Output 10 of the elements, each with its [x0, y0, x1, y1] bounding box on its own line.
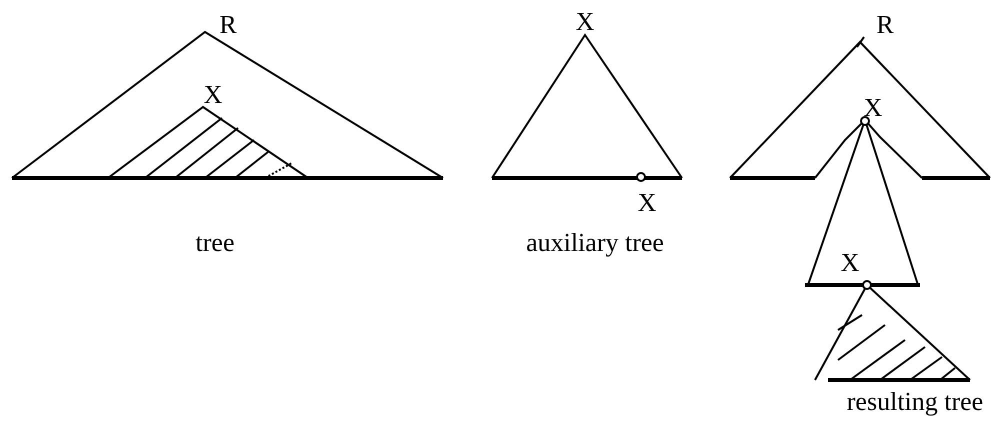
- node-label: X: [576, 8, 594, 36]
- caption: resulting tree: [846, 388, 984, 416]
- caption: tree: [196, 229, 234, 257]
- node-label: X: [840, 249, 860, 277]
- node-label: X: [638, 189, 656, 217]
- caption: auxiliary tree: [526, 229, 664, 257]
- node-label: R: [876, 11, 894, 39]
- node-label: R: [219, 11, 237, 39]
- node-label: X: [864, 94, 882, 122]
- node-label: X: [204, 81, 222, 109]
